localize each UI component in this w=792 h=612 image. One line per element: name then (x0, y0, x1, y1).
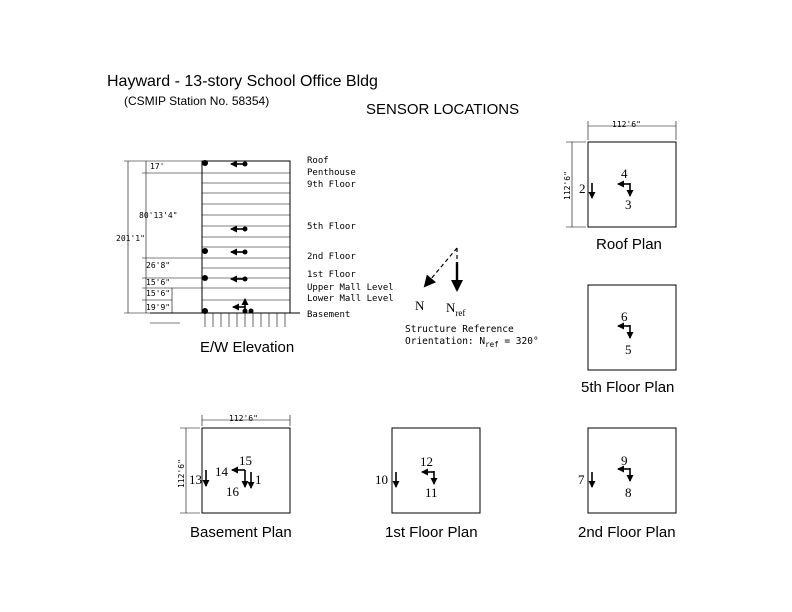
fifth-floor-plan (587, 284, 677, 371)
roof-plan-caption: Roof Plan (596, 236, 662, 253)
roof-dim-top: 112'6" (612, 120, 641, 129)
dim-26: 26'8" (146, 261, 170, 270)
section-title: SENSOR LOCATIONS (366, 101, 519, 118)
north-label: N (415, 298, 425, 313)
sensor-12-label: 12 (420, 454, 433, 469)
sensor-10-label: 10 (375, 472, 388, 487)
fifth-plan-caption: 5th Floor Plan (581, 379, 674, 396)
sensor-4-label: 4 (621, 166, 628, 181)
dim-mid: 80'13'4" (139, 211, 178, 220)
dim-15a: 15'6" (146, 278, 170, 287)
floor-label-upper-mall: Upper Mall Level (307, 283, 394, 293)
basement-dim-top: 112'6" (229, 414, 258, 423)
dim-penthouse: 17' (150, 162, 164, 171)
sensor-5-label: 5 (625, 342, 632, 357)
nref-label: Nref (446, 300, 465, 318)
sensor-14-label: 14 (215, 464, 229, 479)
roof-dim-side: 112'6" (563, 171, 572, 200)
elevation-sensor-first (202, 275, 248, 283)
orientation-caption-line1: Structure Reference (405, 324, 514, 335)
north-arrows (423, 247, 463, 292)
sensor-13-label: 13 (189, 472, 202, 487)
sensor-15-label: 15 (239, 453, 252, 468)
sensor-2-label: 2 (579, 181, 586, 196)
floor-label-roof: Roof (307, 156, 329, 166)
second-plan-caption: 2nd Floor Plan (578, 524, 676, 541)
basement-dim-side: 112'6" (177, 459, 186, 488)
elevation-caption: E/W Elevation (200, 339, 294, 356)
floor-label-penthouse: Penthouse (307, 168, 356, 178)
elevation-sensor-second (202, 248, 248, 256)
floor-label-first: 1st Floor (307, 270, 356, 280)
floor-label-fifth: 5th Floor (307, 222, 356, 232)
sensor-1-label: 1 (255, 472, 262, 487)
dim-15b: 15'6" (146, 289, 170, 298)
basement-plan-caption: Basement Plan (190, 524, 292, 541)
building-title: Hayward - 13-story School Office Bldg (107, 73, 378, 90)
sensor-16-label: 16 (226, 484, 240, 499)
station-number: (CSMIP Station No. 58354) (124, 94, 269, 108)
first-floor-plan (391, 427, 481, 514)
sensor-6-label: 6 (621, 309, 628, 324)
sensor-8-label: 8 (625, 485, 632, 500)
first-plan-caption: 1st Floor Plan (385, 524, 478, 541)
floor-label-lower-mall: Lower Mall Level (307, 294, 394, 304)
dim-total-height: 201'1" (116, 234, 145, 243)
basement-plan (180, 415, 291, 514)
elevation-sensor-basement (202, 298, 254, 314)
elevation-sensor-roof (202, 160, 248, 168)
dim-19: 19'9" (146, 303, 170, 312)
floor-label-ninth: 9th Floor (307, 180, 356, 190)
sensor-11-label: 11 (425, 485, 438, 500)
sensor-7-label: 7 (578, 472, 585, 487)
floor-label-basement: Basement (307, 310, 350, 320)
roof-plan (566, 121, 677, 228)
second-floor-plan (587, 427, 677, 514)
floor-label-second: 2nd Floor (307, 252, 356, 262)
elevation-sensor-fifth (230, 225, 248, 233)
sensor-9-label: 9 (621, 453, 628, 468)
orientation-caption-line2: Orientation: Nref = 320° (405, 336, 539, 349)
sensor-3-label: 3 (625, 197, 632, 212)
